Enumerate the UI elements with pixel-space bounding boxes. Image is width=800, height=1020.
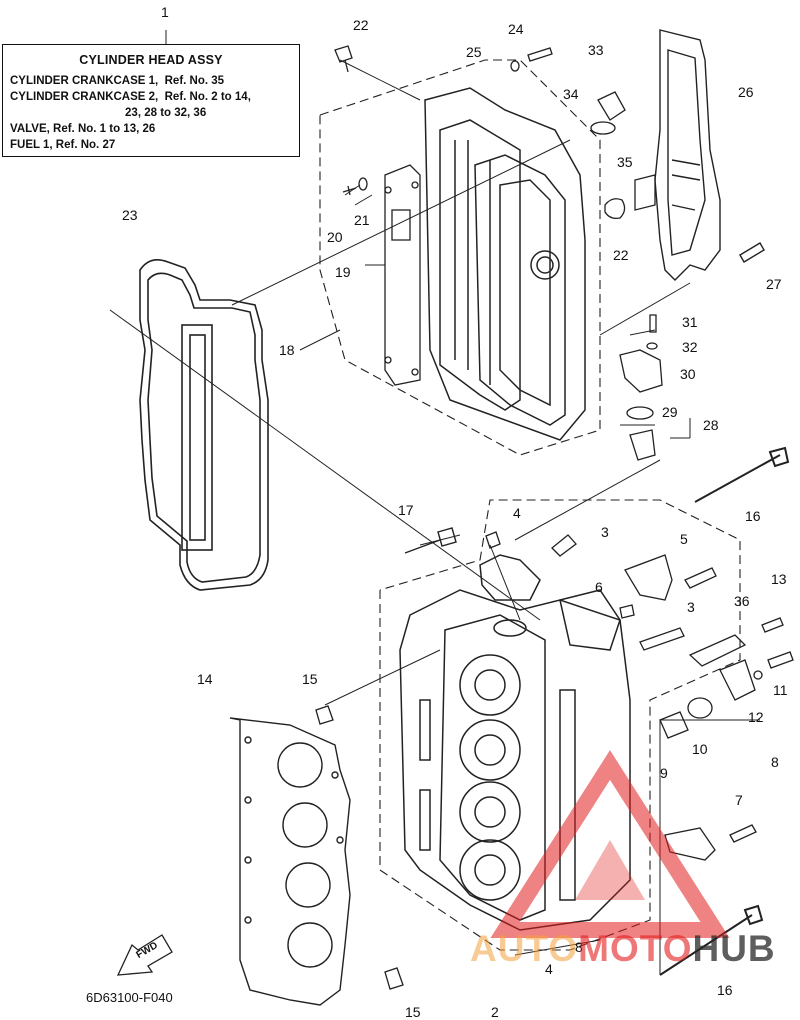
callout-20: 20 — [327, 229, 343, 245]
part-22-24-25-bolts — [334, 45, 626, 220]
callout-12: 12 — [748, 709, 764, 725]
part-3-6-pins — [485, 531, 717, 651]
callout-5: 5 — [680, 531, 688, 547]
assembly-title: CYLINDER HEAD ASSY — [79, 53, 223, 67]
callout-26: 26 — [738, 84, 754, 100]
part-15-dowels — [315, 705, 404, 990]
watermark-part-b: MOTO — [578, 928, 693, 969]
callout-21: 21 — [354, 212, 370, 228]
assembly-line: CYLINDER CRANKCASE 1, Ref. No. 35 — [10, 75, 225, 87]
callout-34: 34 — [563, 86, 579, 102]
callout-6: 6 — [595, 579, 603, 595]
part-16-stud-bolts — [659, 446, 790, 976]
part-19-plate — [342, 164, 421, 386]
callout-11: 11 — [773, 682, 788, 698]
part-33-34-35 — [590, 91, 656, 211]
callout-10: 10 — [692, 741, 708, 757]
assembly-reference-box: CYLINDER HEAD ASSY CYLINDER CRANKCASE 1,… — [2, 44, 300, 157]
part-23-gasket — [139, 259, 269, 591]
callout-13: 13 — [771, 571, 787, 587]
callout-29: 29 — [662, 404, 678, 420]
assembly-line: VALVE, Ref. No. 1 to 13, 26 — [10, 123, 156, 135]
assembly-line: 23, 28 to 32, 36 — [10, 107, 207, 119]
callout-36: 36 — [734, 593, 750, 609]
part-17-bolt — [404, 527, 457, 554]
callout-15: 15 — [302, 671, 318, 687]
callout-32: 32 — [682, 339, 698, 355]
callout-24: 24 — [508, 21, 524, 37]
callout-35: 35 — [617, 154, 633, 170]
callout-28: 28 — [703, 417, 719, 433]
callout-27: 27 — [766, 276, 782, 292]
callout-14: 14 — [197, 671, 213, 687]
assembly-line: CYLINDER CRANKCASE 2, Ref. No. 2 to 14, — [10, 91, 251, 103]
part-14-head-gasket — [229, 717, 351, 1006]
callout-19: 19 — [335, 264, 351, 280]
lower-group-outline — [379, 499, 741, 951]
watermark-logo — [490, 750, 730, 938]
part-18-cylinder-cover — [424, 87, 586, 441]
callout-31: 31 — [682, 314, 698, 330]
figure-code: 6D63100-F040 — [86, 990, 173, 1005]
callout-2: 2 — [491, 1004, 499, 1020]
callout-16: 16 — [717, 982, 733, 998]
callout-33: 33 — [588, 42, 604, 58]
callout-4: 4 — [545, 961, 553, 977]
assembly-line: FUEL 1, Ref. No. 27 — [10, 139, 116, 151]
watermark-part-c: HUB — [692, 928, 776, 969]
watermark-text: AUTOMOTOHUB — [470, 928, 776, 970]
callout-4: 4 — [513, 505, 521, 521]
callout-8: 8 — [771, 754, 779, 770]
callout-3: 3 — [601, 524, 609, 540]
part-28-32-sensor — [619, 314, 663, 461]
callout-8: 8 — [575, 939, 583, 955]
callout-7: 7 — [735, 792, 743, 808]
part-26-bracket — [654, 29, 765, 281]
watermark-part-a: AUTO — [470, 928, 579, 969]
callout-22: 22 — [353, 17, 369, 33]
callout-9: 9 — [660, 765, 668, 781]
callout-30: 30 — [680, 366, 696, 382]
callout-16: 16 — [745, 508, 761, 524]
callout-17: 17 — [398, 502, 414, 518]
callout-23: 23 — [122, 207, 138, 223]
callout-15: 15 — [405, 1004, 421, 1020]
callout-25: 25 — [466, 44, 482, 60]
callout-22: 22 — [613, 247, 629, 263]
callout-3: 3 — [687, 599, 695, 615]
upper-group-outline — [319, 59, 601, 456]
part-9-13-36-thermostat — [659, 617, 794, 861]
fwd-arrow — [116, 934, 173, 976]
callout-1: 1 — [161, 4, 169, 20]
callout-18: 18 — [279, 342, 295, 358]
